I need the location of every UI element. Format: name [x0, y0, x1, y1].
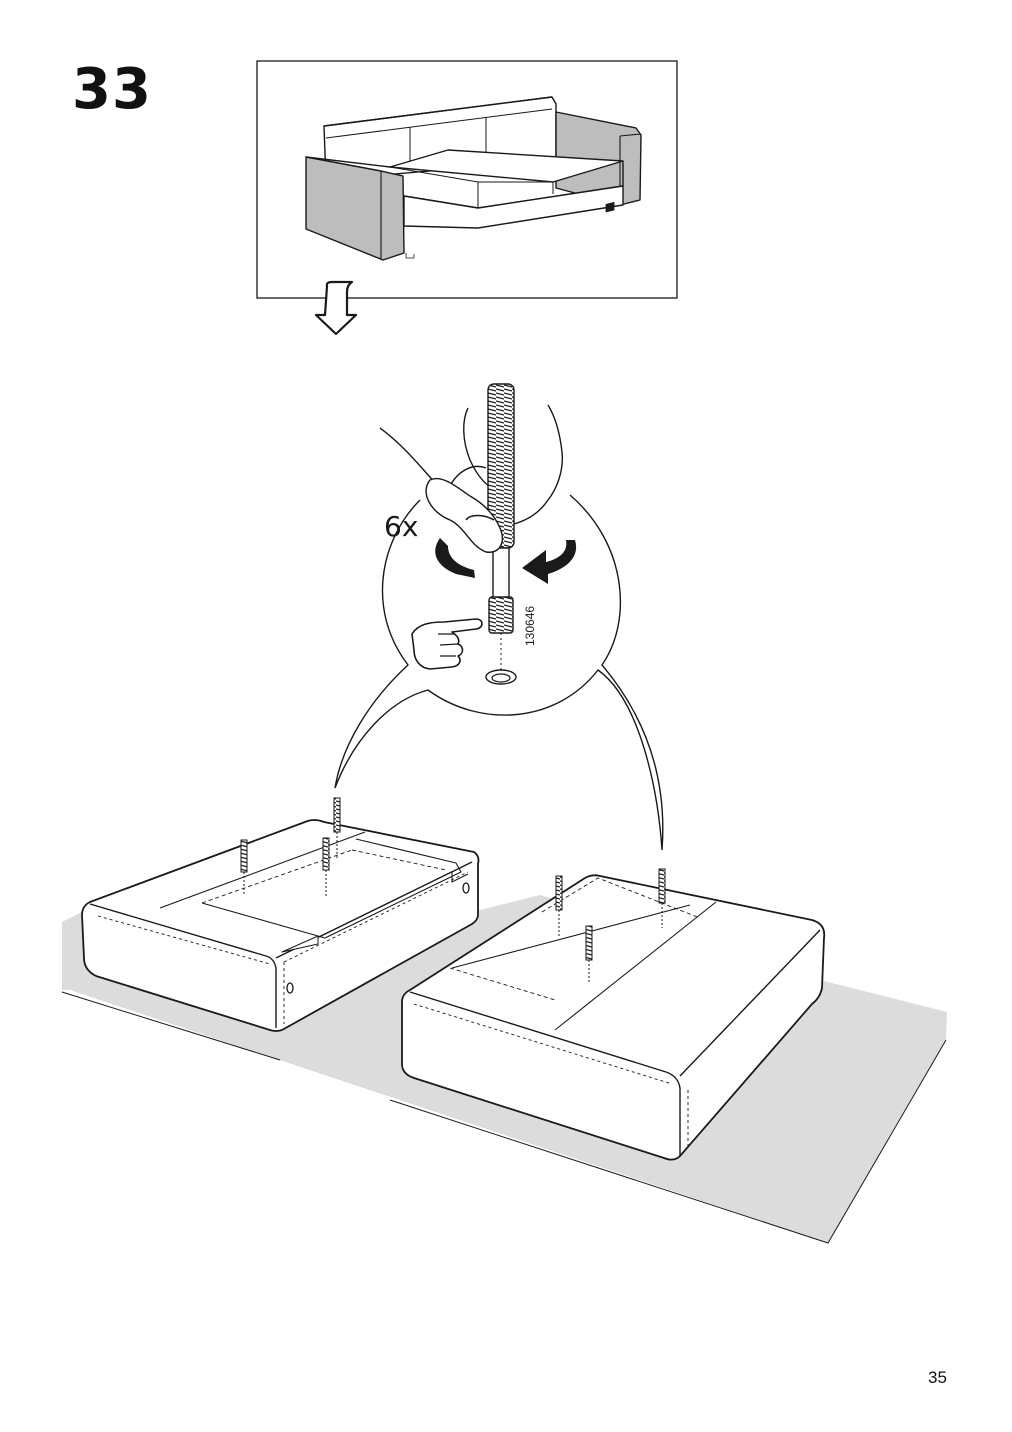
hand-thumb: [425, 477, 504, 553]
screw: [555, 875, 563, 938]
threaded-rod: [487, 383, 515, 634]
rotate-clockwise-icon: [435, 538, 577, 584]
screw: [240, 839, 248, 896]
screw: [333, 797, 341, 858]
screw: [322, 837, 330, 896]
seat-block-right: [401, 874, 826, 1161]
pointing-hand-icon: [411, 618, 483, 670]
part-number-label: 130646: [523, 606, 537, 646]
sofa-overview-illustration: [305, 96, 642, 261]
screw-set: [240, 797, 666, 984]
down-arrow-icon: [314, 280, 358, 336]
screw: [658, 868, 666, 928]
insertion-hole: [485, 633, 517, 685]
step-number: 33: [72, 57, 152, 122]
page-number: 35: [928, 1368, 947, 1387]
quantity-label: 6x: [384, 510, 418, 543]
screw: [585, 925, 593, 984]
seat-block-left: [81, 819, 480, 1032]
